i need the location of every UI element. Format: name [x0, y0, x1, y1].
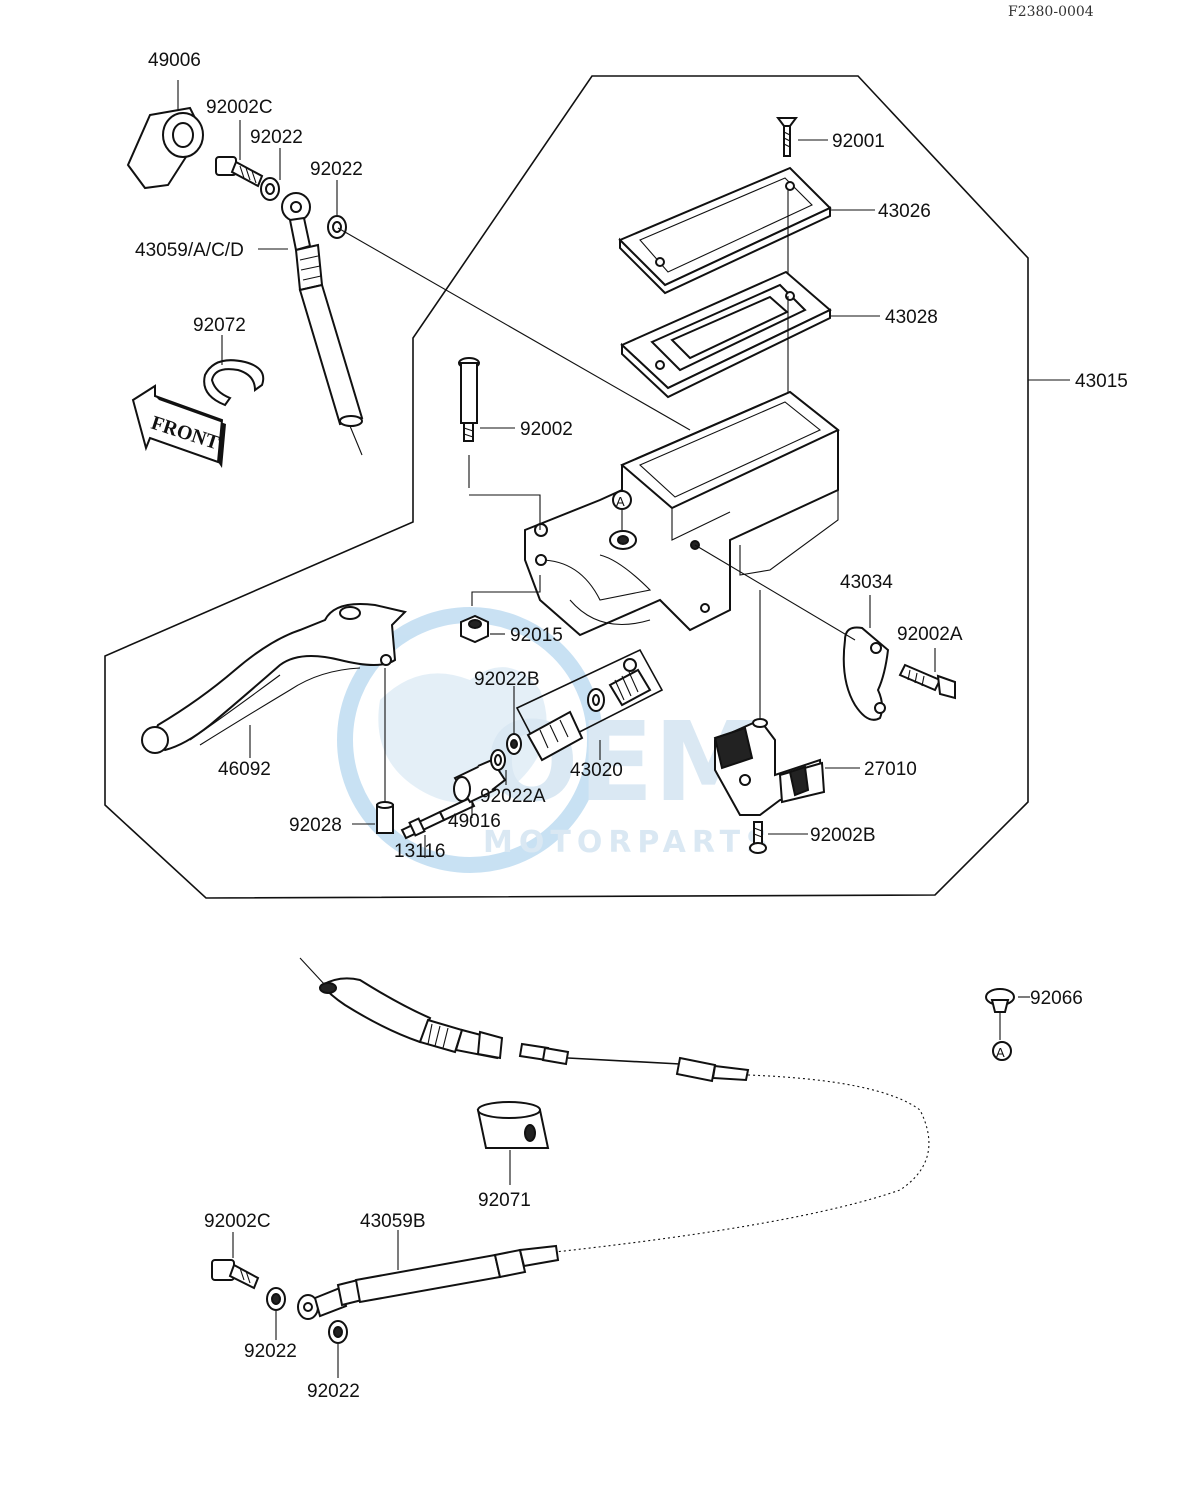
label-92028: 92028	[289, 815, 342, 836]
clutch-hose-top-icon	[281, 192, 364, 456]
diaphragm-43028-icon	[620, 270, 832, 399]
label-43015: 43015	[1075, 371, 1128, 392]
reservoir-cap-43026-icon	[618, 166, 832, 295]
label-92002c-bottom: 92002C	[204, 1211, 271, 1232]
label-92002a: 92002A	[897, 624, 963, 645]
label-92022a: 92022A	[480, 786, 546, 807]
svg-text:A: A	[616, 494, 625, 509]
banjo-bolt-bottom-icon	[211, 1259, 260, 1290]
lever-46092-icon	[141, 603, 407, 830]
assembly-outline	[104, 75, 1029, 899]
label-43034: 43034	[840, 572, 893, 593]
washer-top-2-icon	[327, 215, 347, 239]
master-cylinder-body-icon	[524, 390, 840, 637]
plug-92066-icon	[985, 988, 1030, 1040]
clutch-hose-43059b-icon	[297, 1244, 560, 1320]
label-92022-a: 92022	[250, 127, 303, 148]
label-92022-c: 92022	[244, 1341, 297, 1362]
label-49016: 49016	[448, 811, 501, 832]
label-92022-d: 92022	[307, 1381, 360, 1402]
circlip-92022a-icon	[490, 749, 506, 771]
label-43059b: 43059B	[360, 1211, 426, 1232]
screw-92002b-icon	[749, 821, 767, 854]
label-92022-b: 92022	[310, 159, 363, 180]
holder-43034-icon	[842, 626, 890, 721]
nut-92015-icon	[460, 614, 489, 644]
label-43028: 43028	[885, 307, 938, 328]
banjo-bolt-top-icon	[215, 156, 264, 188]
push-rod-13116-icon	[400, 796, 476, 840]
washer-bottom-2-icon	[328, 1320, 348, 1344]
washer-bottom-1-icon	[266, 1287, 286, 1311]
label-92002: 92002	[520, 419, 573, 440]
reference-a-body: A	[612, 490, 632, 530]
svg-text:A: A	[996, 1045, 1005, 1060]
label-92072: 92072	[193, 315, 246, 336]
label-92022b: 92022B	[474, 669, 540, 690]
label-43059acd: 43059/A/C/D	[135, 240, 244, 261]
piston-kit-43020-icon	[515, 648, 664, 762]
cap-49006-icon	[126, 80, 204, 190]
bolt-92002a-icon	[898, 663, 956, 700]
piston-boot-49016-icon	[453, 758, 507, 804]
inner-cable-icon	[518, 1042, 750, 1083]
label-49006: 49006	[148, 50, 201, 71]
washer-top-1-icon	[260, 177, 280, 201]
bolt-92002-icon	[458, 357, 480, 488]
label-92071: 92071	[478, 1190, 531, 1211]
label-43020: 43020	[570, 760, 623, 781]
label-92015: 92015	[510, 625, 563, 646]
label-27010: 27010	[864, 759, 917, 780]
switch-27010-icon	[713, 718, 826, 816]
clamp-92072-icon	[203, 359, 265, 407]
label-92002c-top: 92002C	[206, 97, 273, 118]
label-46092: 46092	[218, 759, 271, 780]
label-43026: 43026	[878, 201, 931, 222]
washer-92022b-icon	[506, 733, 522, 755]
reference-a-plug: A	[992, 1041, 1012, 1061]
collar-92071-icon	[476, 1101, 550, 1149]
document-code: F2380-0004	[1008, 4, 1094, 20]
label-92066: 92066	[1030, 988, 1083, 1009]
watermark-sub: MOTORPARTS	[483, 825, 774, 860]
label-92002b: 92002B	[810, 825, 876, 846]
label-13116: 13116	[394, 841, 445, 862]
screw-92001-icon	[776, 117, 798, 157]
label-92001: 92001	[832, 131, 885, 152]
pivot-92028-icon	[376, 801, 394, 834]
clutch-hose-lower-icon	[299, 957, 504, 1060]
